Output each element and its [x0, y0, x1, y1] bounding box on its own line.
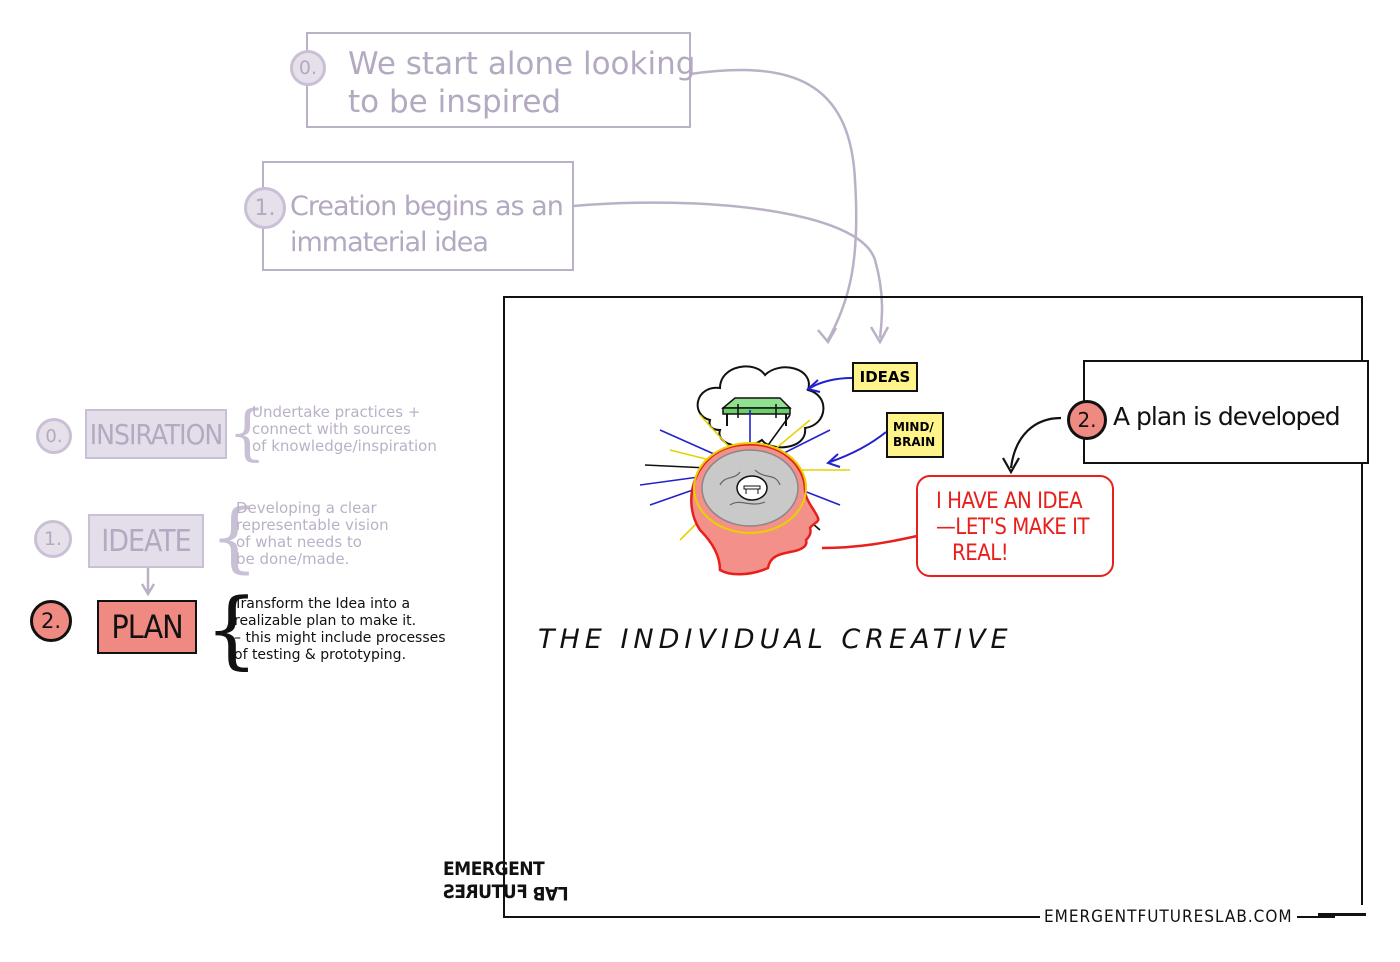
stage-0-description: Undertake practices + connect with sourc… — [252, 403, 437, 455]
speech-line2: —LET'S MAKE IT — [936, 515, 1090, 540]
step-box-1: 1. Creation begins as an immaterial idea — [244, 161, 574, 271]
logo-line1: EMERGENT — [443, 858, 545, 880]
head-illustration-icon — [640, 410, 850, 576]
step-number-1: 1. — [244, 187, 286, 229]
frame-line-end — [1318, 913, 1366, 916]
stage-2-brace: { — [205, 580, 259, 678]
mind-label-line1: MIND/ — [893, 420, 934, 434]
stage-0-label: INSIRATION — [85, 409, 227, 459]
speech-line1: I HAVE AN IDEA — [936, 489, 1083, 514]
stage-2-number: 2. — [30, 600, 72, 642]
stage-0-number: 0. — [36, 418, 72, 454]
frame-title: THE INDIVIDUAL CREATIVE — [538, 624, 1013, 655]
step-number-0: 0. — [290, 50, 326, 86]
mind-label-line2: BRAIN — [893, 435, 936, 449]
speech-bubble: I HAVE AN IDEA —LET'S MAKE IT REAL! — [916, 475, 1114, 577]
ideas-label: IDEAS — [852, 362, 918, 392]
footer-url: EMERGENTFUTURESLAB.COM — [1040, 907, 1297, 927]
stage-2-label: PLAN — [97, 600, 197, 654]
speech-line3: REAL! — [952, 541, 1009, 566]
step-text-1-line2: immaterial idea — [290, 227, 489, 258]
plan-developed-box: 2. A plan is developed — [1067, 360, 1369, 464]
blue-arrows — [805, 377, 887, 468]
mind-brain-label: MIND/ BRAIN — [886, 412, 944, 458]
step-text-1-line1: Creation begins as an — [290, 191, 564, 222]
step-text-0-line1: We start alone looking — [348, 46, 696, 82]
step-text-0-line2: to be inspired — [348, 84, 562, 120]
emergent-futures-lab-logo: EMERGENT FUTURES LAB — [443, 858, 627, 904]
stage-0-brace: { — [228, 398, 267, 468]
logo-line3: LAB — [533, 882, 569, 904]
stage-1-brace: { — [210, 492, 259, 581]
plan-number-circle: 2. — [1067, 400, 1107, 440]
stage-2-description: Transform the Idea into a realizable pla… — [234, 596, 446, 663]
speech-tail — [821, 534, 918, 550]
logo-line2: FUTURES — [443, 881, 528, 903]
step-box-0: 0. We start alone looking to be inspired — [290, 32, 695, 128]
stage-1-label: IDEATE — [88, 514, 204, 568]
main-frame — [503, 296, 1363, 918]
plan-arrow — [1002, 416, 1062, 475]
speech-text: I HAVE AN IDEA —LET'S MAKE IT REAL! — [936, 489, 1090, 567]
stage-1-number: 1. — [34, 520, 72, 558]
plan-developed-text: A plan is developed — [1113, 402, 1341, 431]
stage-1-description: Developing a clear representable vision … — [236, 499, 389, 568]
